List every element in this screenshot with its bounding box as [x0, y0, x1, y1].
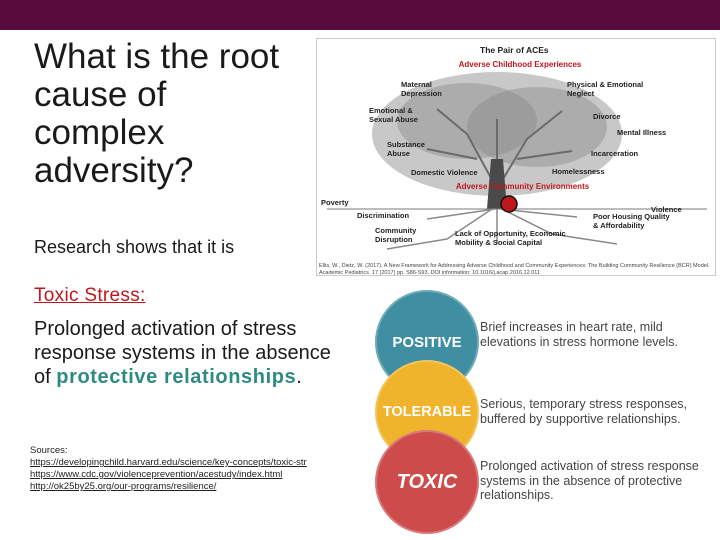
sources-label: Sources: [30, 445, 68, 456]
toxic-stress-definition: Prolonged activation of stress response … [34, 317, 334, 389]
label-homelessness: Homelessness [552, 167, 605, 176]
top-banner [0, 0, 720, 30]
label-domestic-violence: Domestic Violence [411, 168, 478, 177]
toxic-stress-heading: Toxic Stress: [34, 285, 146, 306]
toxic-stress-description: Prolonged activation of stress response … [480, 459, 699, 502]
label-lack-of-opportunity: Lack of Opportunity, Economic Mobility &… [455, 229, 566, 247]
label-community-disruption: Community Disruption [375, 226, 417, 244]
source-link-harvard[interactable]: https://developingchild.harvard.edu/scie… [30, 457, 307, 468]
positive-stress-description: Brief increases in heart rate, mild elev… [480, 320, 679, 349]
tree-citation: Ellis, W., Dietz, W. (2017). A New Frame… [319, 263, 710, 276]
tree-bottom-band: Adverse Community Environments [455, 182, 590, 191]
slide-title: What is the root cause of complex advers… [34, 37, 280, 190]
research-text: Research shows that it is [34, 237, 235, 257]
label-substance-abuse: Substance Abuse [387, 140, 425, 158]
tree-heading: The Pair of ACEs [480, 45, 549, 55]
protective-relationships-text: protective relationships [56, 366, 297, 388]
definition-period: . [296, 366, 302, 388]
label-physical-neglect: Physical & Emotional Neglect [567, 80, 644, 98]
source-link-cdc[interactable]: https://www.cdc.gov/violenceprevention/a… [30, 469, 283, 480]
label-emotional-abuse: Emotional & Sexual Abuse [369, 106, 418, 124]
red-marker-icon [500, 195, 518, 213]
tree-top-band: Adverse Childhood Experiences [458, 60, 582, 69]
source-link-ok25by25[interactable]: http://ok25by25.org/our-programs/resilie… [30, 481, 217, 492]
label-incarceration: Incarceration [591, 149, 639, 158]
toxic-stress-circle: TOXIC [375, 430, 479, 534]
pair-of-aces-tree-image: The Pair of ACEs Adverse Childhood Exper… [316, 38, 716, 276]
definition-text: Prolonged activation of stress response … [34, 318, 331, 388]
tree-illustration [327, 72, 707, 250]
label-divorce: Divorce [593, 112, 621, 121]
label-mental-illness: Mental Illness [617, 128, 667, 137]
tolerable-stress-description: Serious, temporary stress responses, buf… [480, 397, 688, 426]
label-maternal-depression: Maternal Depression [401, 80, 442, 98]
sources-list: Sources: https://developingchild.harvard… [30, 445, 352, 493]
label-poverty: Poverty [321, 198, 349, 207]
label-violence: Violence [651, 205, 682, 214]
label-poor-housing: Poor Housing Quality & Affordability [593, 212, 670, 230]
label-discrimination: Discrimination [357, 211, 410, 220]
